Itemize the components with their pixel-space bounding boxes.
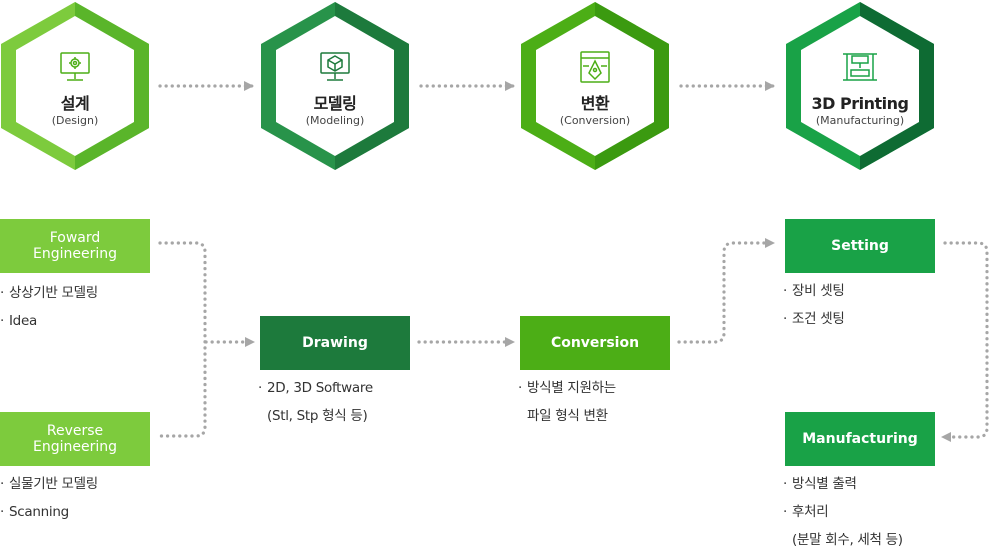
stage-printing-title: 3D Printing <box>811 94 909 113</box>
stage-printing-hexagon <box>786 2 934 170</box>
stage-modeling-hexagon <box>261 2 409 170</box>
stage-modeling-label: 모델링 (Modeling) <box>260 94 410 128</box>
stage-conversion-label: 변환 (Conversion) <box>520 94 670 128</box>
stage-conversion-subtitle: (Conversion) <box>559 114 631 127</box>
forward-line2: Engineering <box>33 246 117 262</box>
bullet-item: ·실물기반 모델링 <box>0 476 98 492</box>
forward-bullets: ·상상기반 모델링 ·Idea <box>0 279 98 335</box>
stage-modeling-title: 모델링 <box>313 94 357 113</box>
bullet-item: ·Idea <box>0 313 37 329</box>
setting-box: Setting <box>785 219 935 273</box>
3d-printer-icon <box>843 53 877 81</box>
bullet-text: 후처리 <box>792 504 829 520</box>
bullet-text: (Stl, Stp 형식 등) <box>267 408 368 424</box>
stage-printing-subtitle: (Manufacturing) <box>815 114 905 127</box>
pen-tool-icon <box>580 51 610 83</box>
bullet-item: ·Scanning <box>0 504 69 520</box>
setting-bullets: ·장비 셋팅 ·조건 셋팅 <box>783 277 845 333</box>
bullet-text: Scanning <box>9 504 69 520</box>
monitor-cube-icon <box>320 52 350 81</box>
bullet-text: 2D, 3D Software <box>267 380 373 396</box>
bullet-text: (분말 회수, 세척 등) <box>792 532 903 548</box>
manufacturing-bullets: ·방식별 출력 ·후처리 (분말 회수, 세척 등) <box>783 470 903 554</box>
bullet-item: ·장비 셋팅 <box>783 283 845 299</box>
bullet-text: 상상기반 모델링 <box>9 285 98 301</box>
reverse-line2: Engineering <box>33 439 117 455</box>
conversion-bullets: ·방식별 지원하는 파일 형식 변환 <box>518 374 616 430</box>
stage-conversion-title: 변환 <box>580 94 610 113</box>
stage-conversion-hexagon <box>521 2 669 170</box>
bullet-item: 파일 형식 변환 <box>518 402 616 430</box>
bullet-item: ·후처리 <box>783 504 829 520</box>
bullet-text: 방식별 지원하는 <box>527 380 616 396</box>
reverse-bullets: ·실물기반 모델링 ·Scanning <box>0 470 98 526</box>
bullet-item: ·상상기반 모델링 <box>0 285 98 301</box>
manufacturing-box: Manufacturing <box>785 412 935 466</box>
stage-design-hexagon <box>1 2 149 170</box>
bullet-item: ·조건 셋팅 <box>783 311 845 327</box>
stage-modeling-subtitle: (Modeling) <box>305 114 365 127</box>
bullet-item: ·방식별 출력 <box>783 476 857 492</box>
bullet-text: 실물기반 모델링 <box>9 476 98 492</box>
manufacturing-label: Manufacturing <box>802 431 918 447</box>
bullet-item: (Stl, Stp 형식 등) <box>258 402 373 430</box>
bullet-text: Idea <box>9 313 37 329</box>
bullet-item: ·2D, 3D Software <box>258 380 373 396</box>
setting-label: Setting <box>831 238 889 254</box>
reverse-line1: Reverse <box>46 423 104 439</box>
stage-design-label: 설계 (Design) <box>0 94 150 128</box>
flow-connectors <box>158 238 989 442</box>
bullet-text: 파일 형식 변환 <box>527 408 608 424</box>
stage-design-subtitle: (Design) <box>51 114 99 127</box>
drawing-label: Drawing <box>302 335 368 351</box>
bullet-text: 조건 셋팅 <box>792 311 845 327</box>
forward-engineering-box: Foward Engineering <box>0 219 150 273</box>
conversion-label: Conversion <box>550 335 640 351</box>
bullet-text: 방식별 출력 <box>792 476 857 492</box>
drawing-box: Drawing <box>260 316 410 370</box>
bullet-text: 장비 셋팅 <box>792 283 845 299</box>
drawing-bullets: ·2D, 3D Software (Stl, Stp 형식 등) <box>258 374 373 430</box>
bullet-item: ·방식별 지원하는 <box>518 380 616 396</box>
monitor-gear-icon <box>60 52 90 81</box>
stage-design-title: 설계 <box>60 94 90 113</box>
reverse-engineering-box: Reverse Engineering <box>0 412 150 466</box>
stage-printing-label: 3D Printing (Manufacturing) <box>785 94 935 128</box>
forward-line1: Foward <box>49 230 101 246</box>
conversion-box: Conversion <box>520 316 670 370</box>
bullet-item: (분말 회수, 세척 등) <box>783 526 903 554</box>
